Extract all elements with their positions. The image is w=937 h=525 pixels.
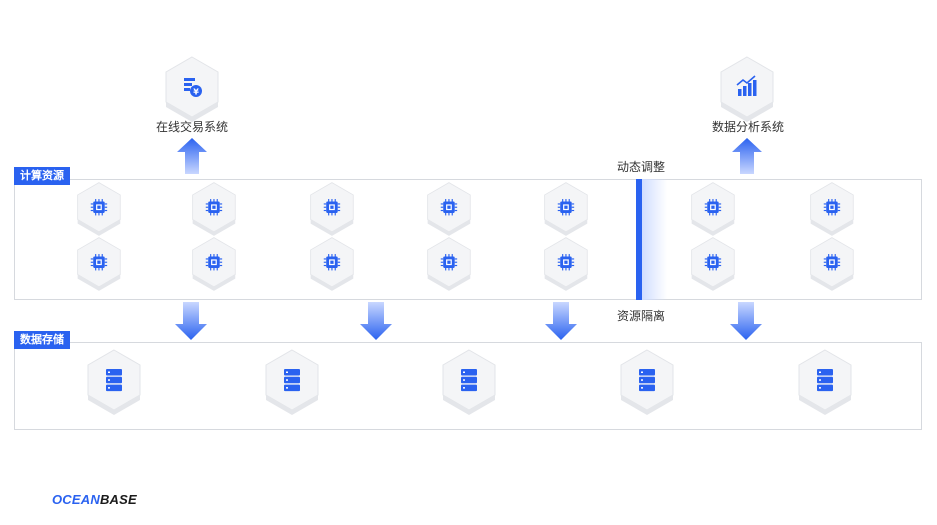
server-stack-icon [284,369,300,392]
storage-node [797,348,853,418]
compute-node [76,181,122,238]
oceanbase-logo: OCEANBASE [52,492,137,507]
storage-node [619,348,675,418]
compute-node [543,236,589,293]
server-stack-icon [106,369,122,392]
oltp-system-node: ¥ [164,55,220,125]
compute-resources-tag: 计算资源 [14,167,70,185]
isolation-glow [641,179,667,300]
down-arrow [545,302,577,344]
compute-node [426,181,472,238]
logo-part-base: BASE [99,492,137,507]
down-arrow [175,302,207,344]
compute-node [809,181,855,238]
ledger-yen-icon: ¥ [184,78,202,97]
compute-node [191,236,237,293]
storage-node [86,348,142,418]
logo-part-ocean: OCEAN [52,492,100,507]
dynamic-adjust-label: 动态调整 [616,160,665,174]
server-stack-icon [639,369,655,392]
resource-isolation-label: 资源隔离 [616,309,665,323]
storage-node [264,348,320,418]
storage-node [441,348,497,418]
down-arrow [360,302,392,344]
compute-node [309,236,355,293]
up-arrow-olap [732,138,762,178]
compute-node [191,181,237,238]
up-arrow-oltp [177,138,207,178]
olap-system-node [719,55,775,125]
oltp-system-label: 在线交易系统 [155,120,228,134]
server-stack-icon [817,369,833,392]
isolation-divider [636,179,642,300]
compute-node [690,236,736,293]
data-storage-tag: 数据存储 [14,331,70,349]
compute-node [309,181,355,238]
compute-node [690,181,736,238]
down-arrow [730,302,762,344]
compute-node [76,236,122,293]
server-stack-icon [461,369,477,392]
compute-node [426,236,472,293]
compute-node [543,181,589,238]
bar-chart-icon [736,75,757,96]
svg-text:¥: ¥ [193,88,199,97]
compute-node [809,236,855,293]
olap-system-label: 数据分析系统 [711,120,784,134]
